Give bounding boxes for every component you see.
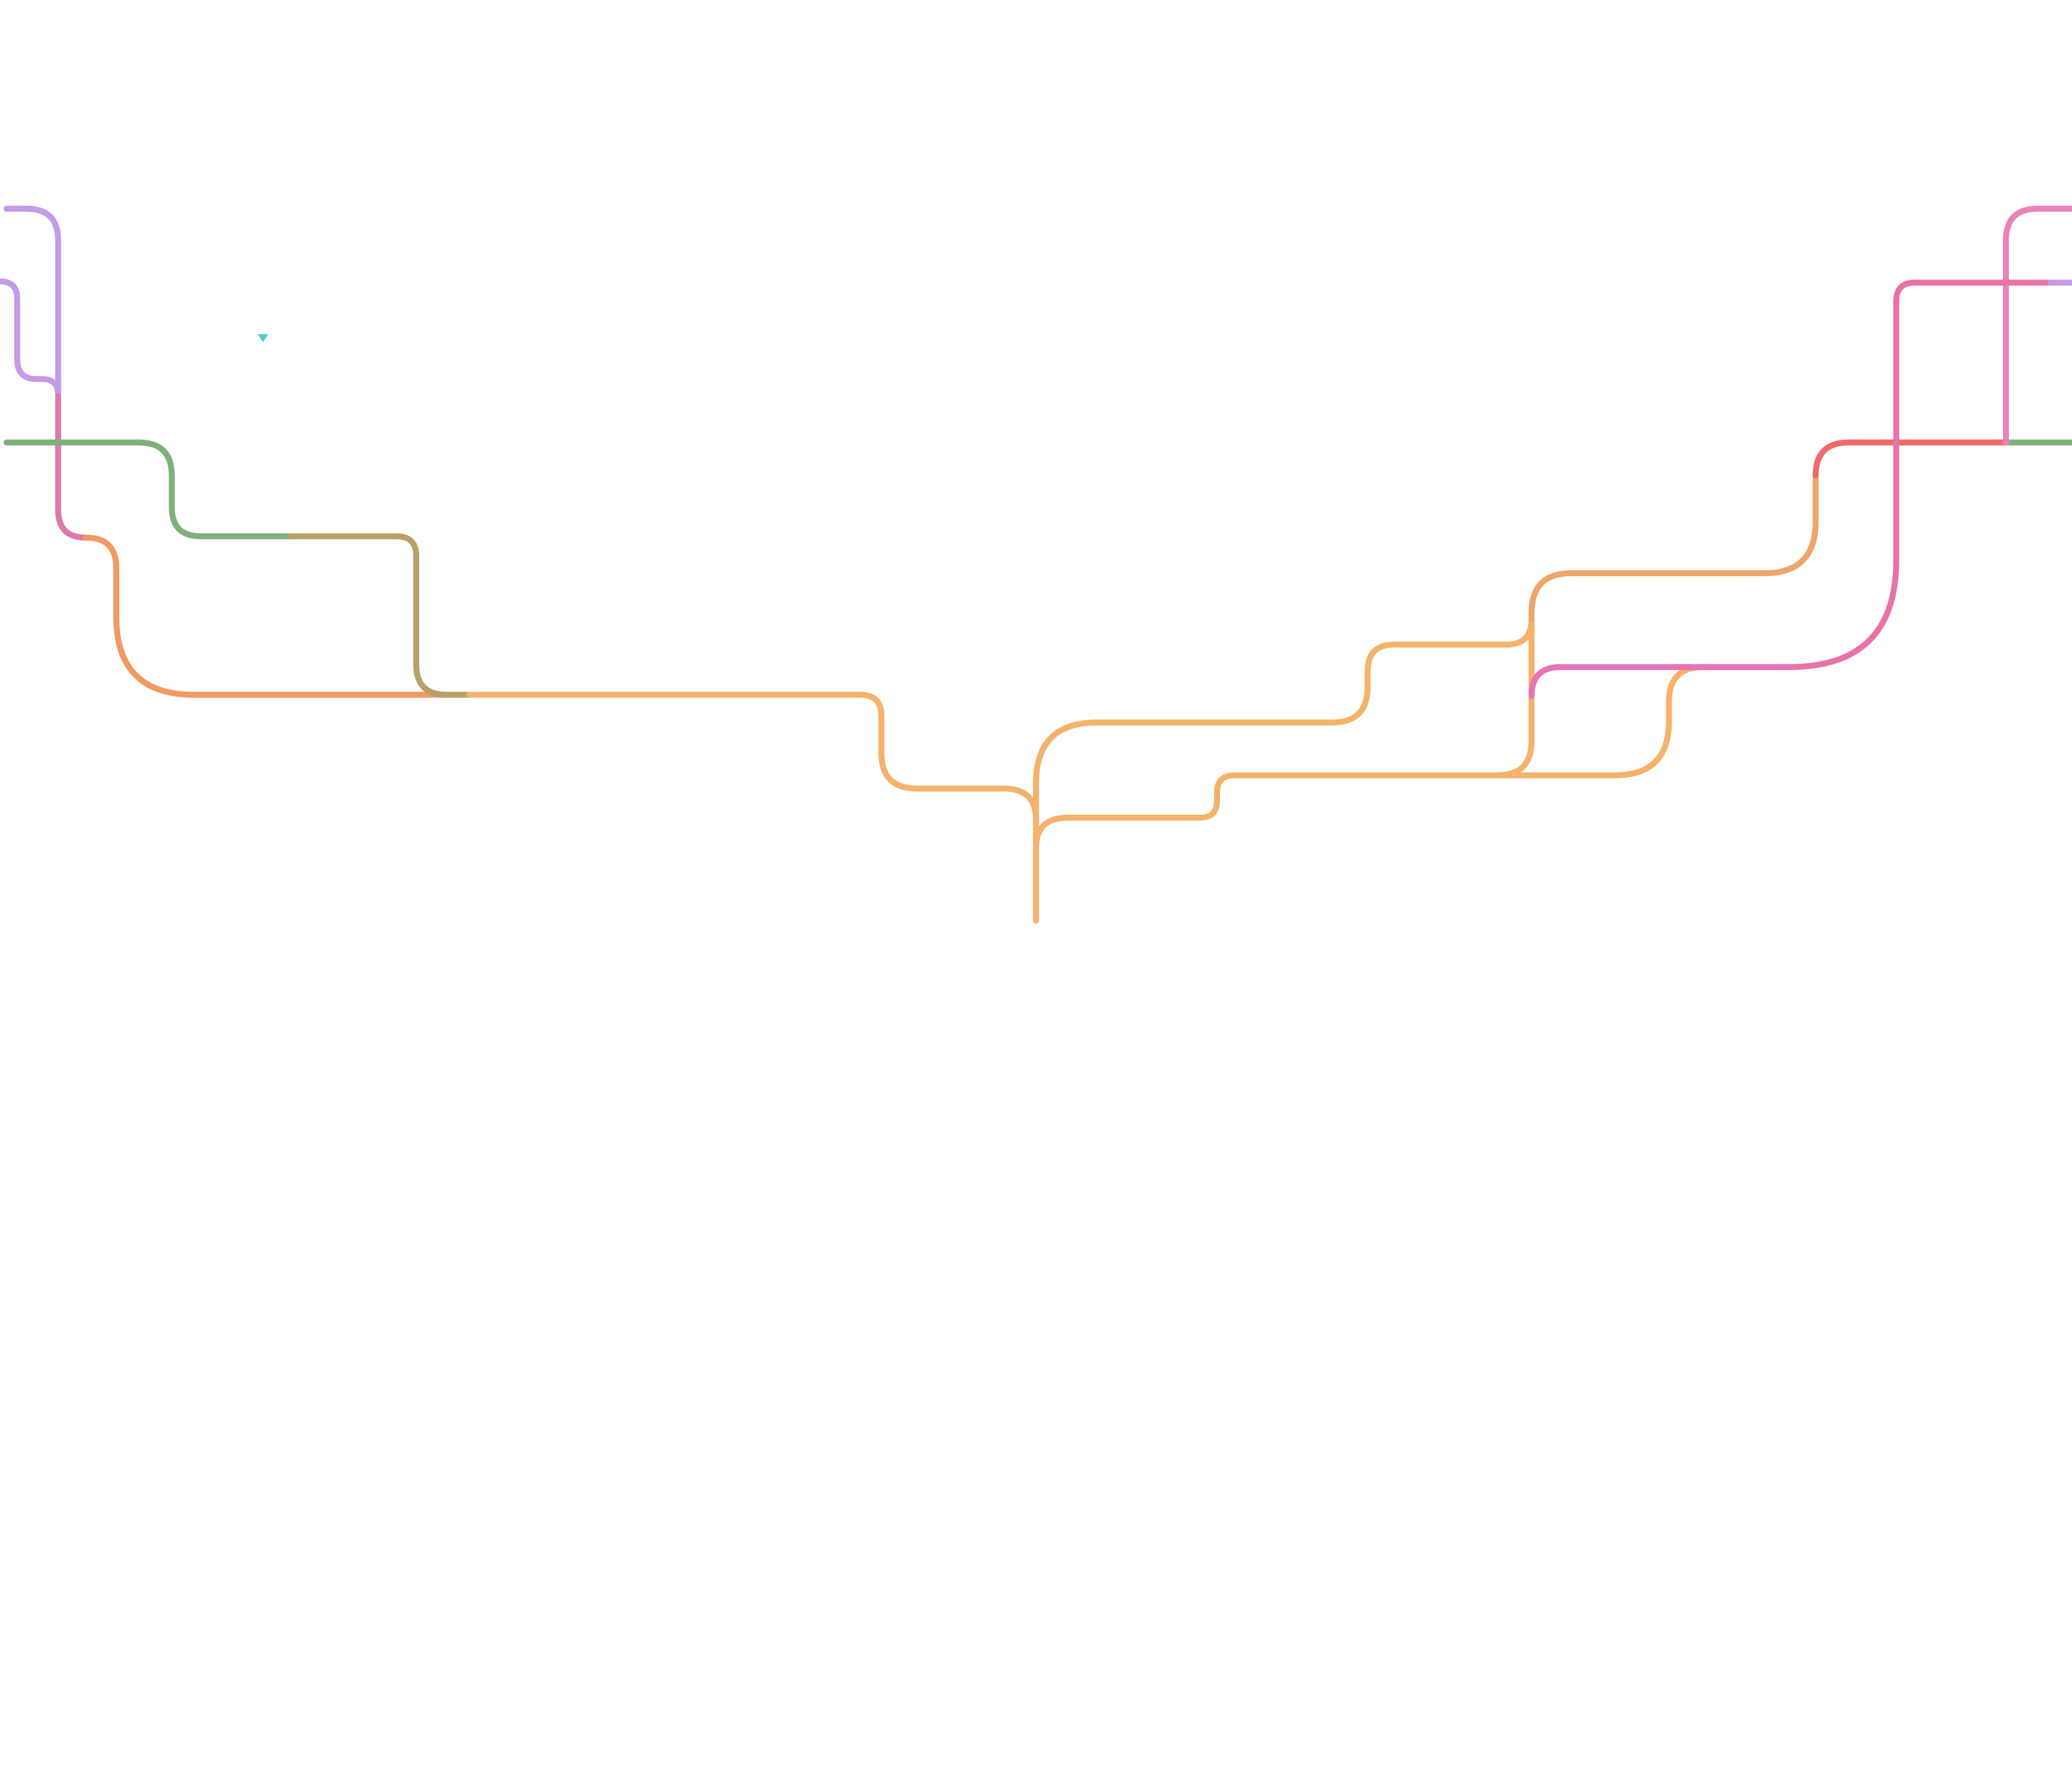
left-coral-branch [83, 534, 472, 698]
left-purple-top [3, 206, 62, 399]
right-red-line [1812, 439, 2009, 479]
left-purple-lower [0, 278, 62, 398]
right-orange-bottom [1494, 664, 1794, 779]
right-pink-top [2003, 206, 2072, 244]
center-orange-lower [1033, 772, 1501, 851]
center-orange-upper [1033, 616, 1535, 849]
left-olive-branch [288, 533, 472, 698]
left-green-line [3, 439, 294, 540]
left-pink-descent [55, 393, 89, 541]
right-pink-big-curve [1786, 279, 2049, 670]
right-magenta-line [1528, 664, 1792, 699]
right-orange-top [1528, 472, 1819, 623]
center-orange-main [466, 692, 1039, 924]
teal-triangle-marker [257, 334, 269, 343]
